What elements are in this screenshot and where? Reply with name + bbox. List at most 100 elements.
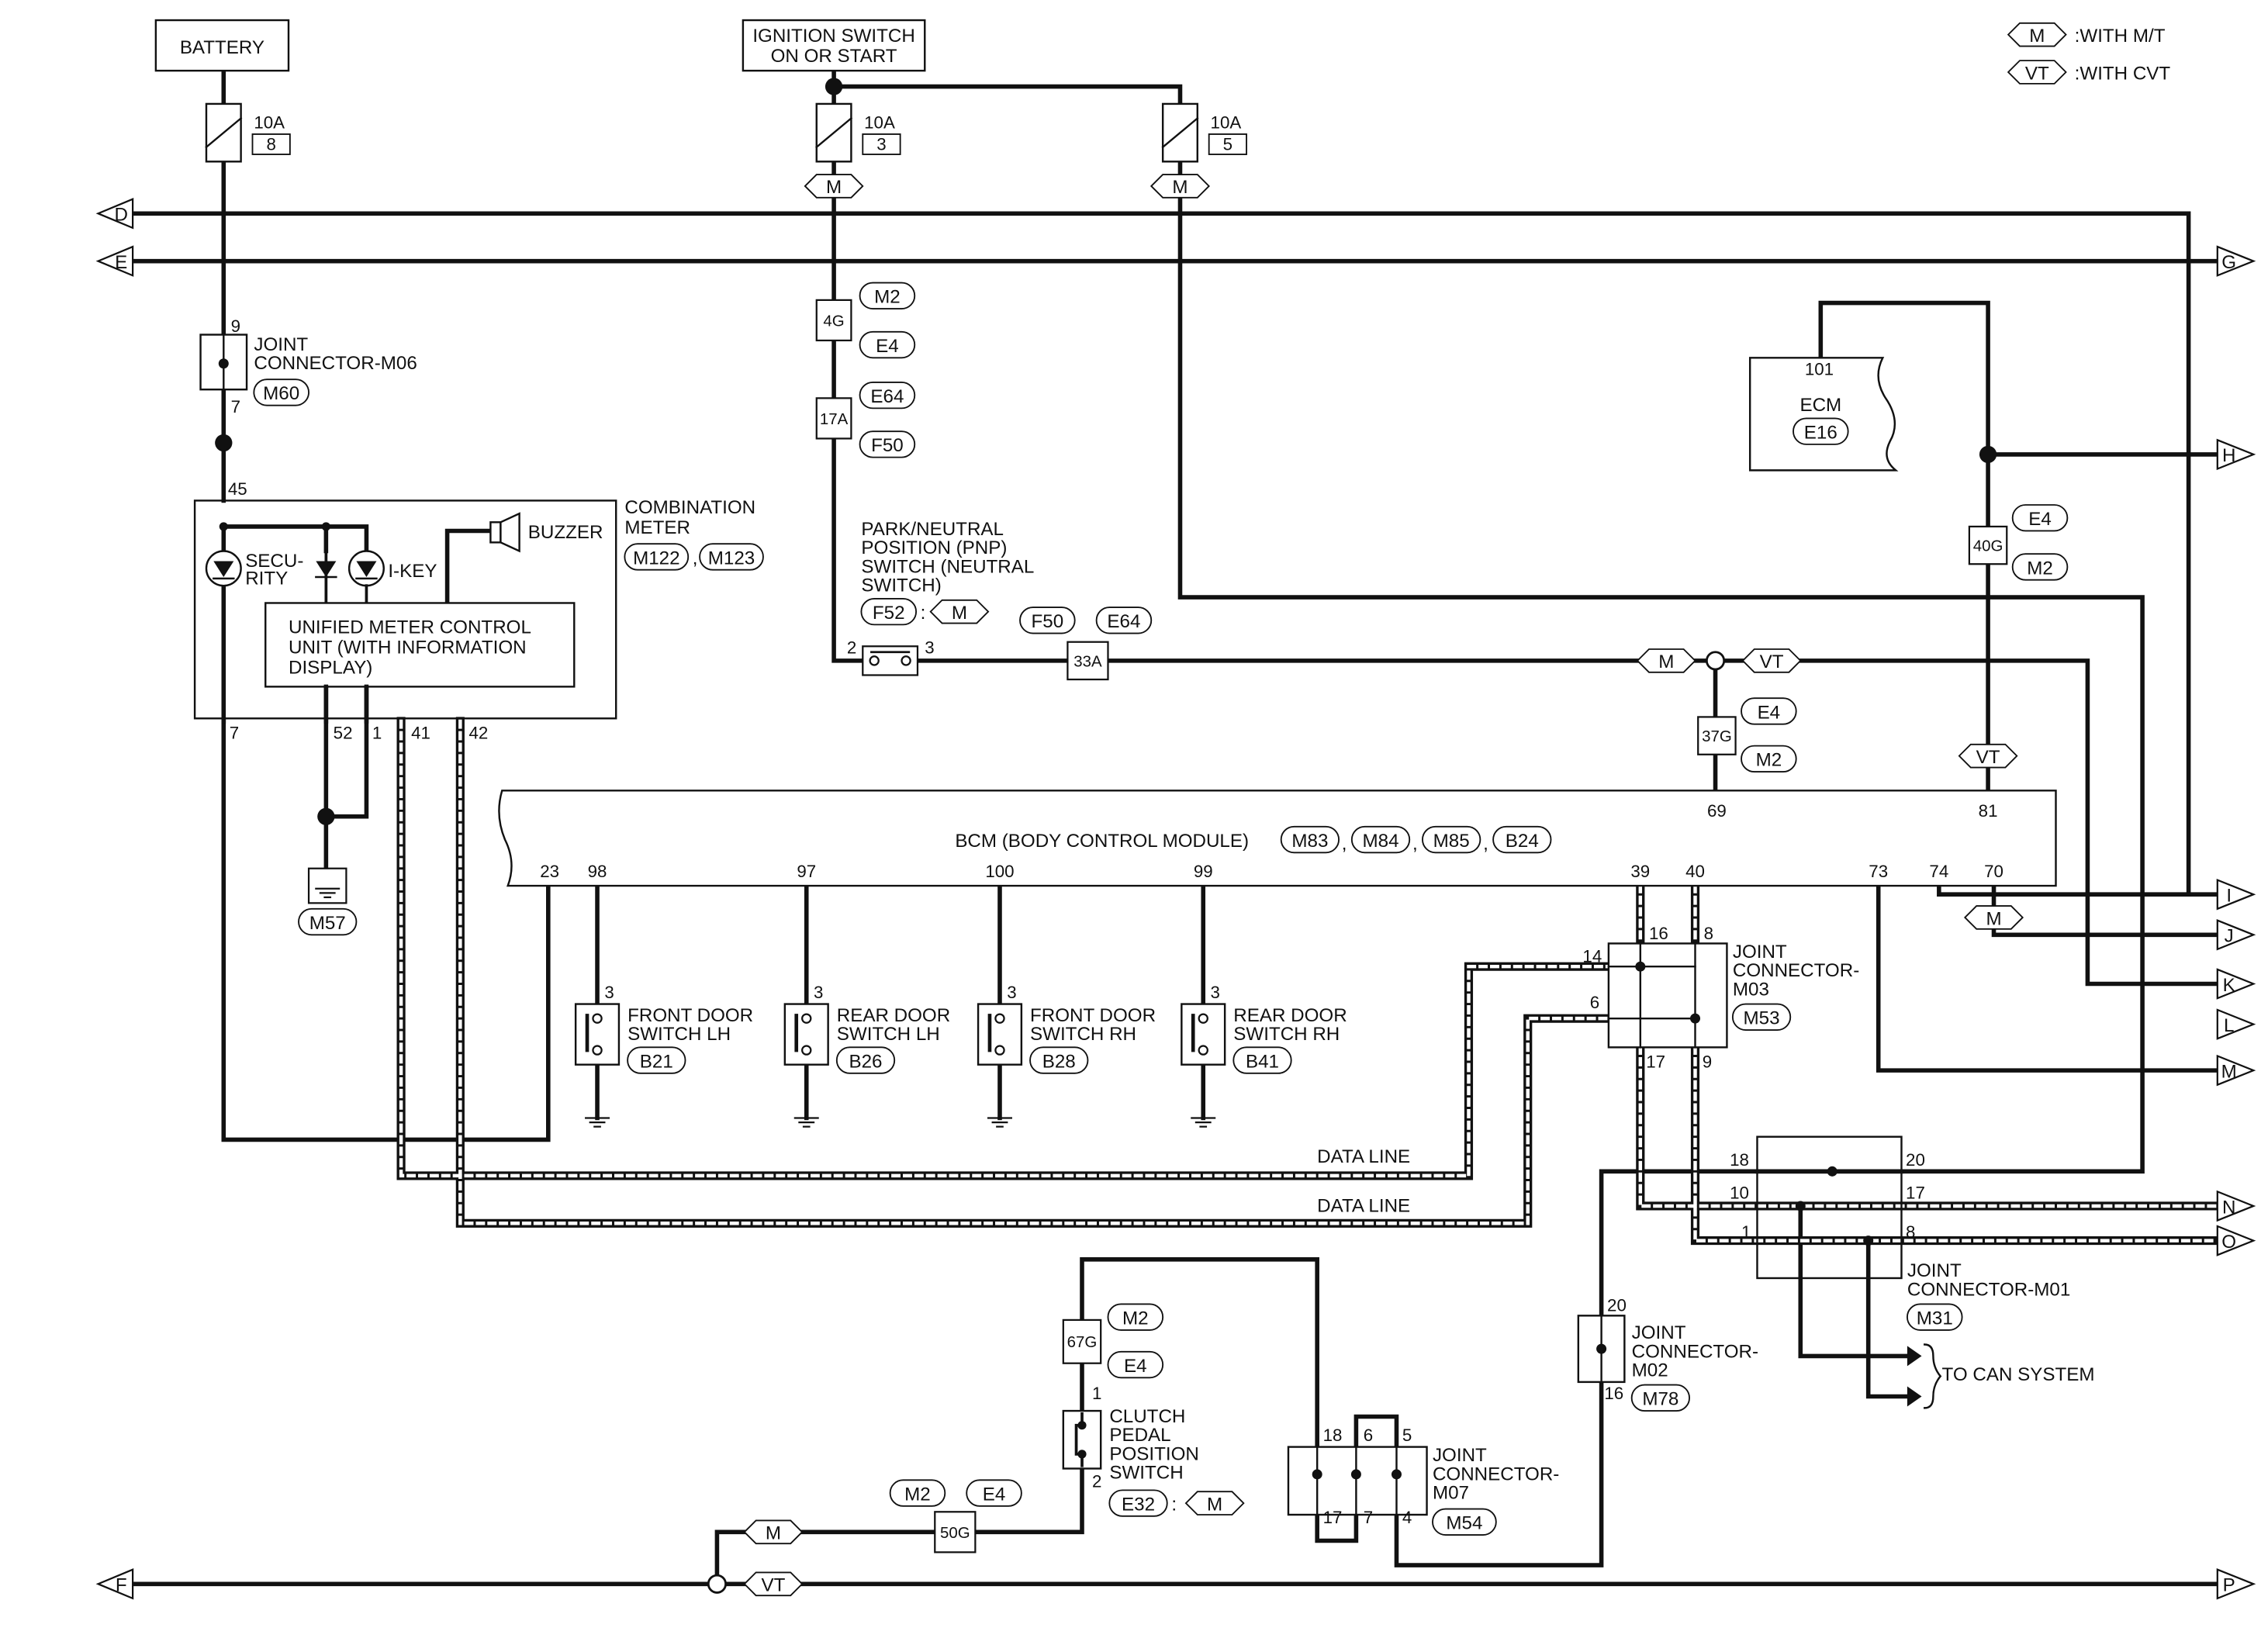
pin-1: 1 <box>1092 1384 1101 1403</box>
svg-text:,: , <box>1483 834 1488 855</box>
code-m2: M2 <box>904 1484 931 1505</box>
jc-m03-code: M53 <box>1744 1008 1780 1029</box>
bcm-pin: 74 <box>1929 862 1948 881</box>
harness-33a: 33A <box>1067 641 1109 681</box>
wire-m07-17 <box>1315 1512 1359 1543</box>
bcm-pin: 69 <box>1707 801 1727 821</box>
bcm-pin: 97 <box>797 862 816 881</box>
door-switch-code: B21 <box>640 1051 673 1072</box>
clutch-variant-tag: M <box>1207 1494 1222 1515</box>
fuse-10a-3: 10A 3 <box>815 102 901 163</box>
jc-m02-label-2: CONNECTOR- <box>1632 1341 1758 1362</box>
svg-text:17A: 17A <box>820 410 849 428</box>
edge-arrows <box>95 198 2256 1600</box>
harness-17a: 17A <box>815 397 852 440</box>
edge-letter-n: N <box>2222 1197 2235 1218</box>
clutch-label-4: SWITCH <box>1109 1463 1183 1484</box>
ignition-label-1: IGNITION SWITCH <box>752 26 914 47</box>
pin-16: 16 <box>1604 1384 1623 1403</box>
jc-m03-label-3: M03 <box>1733 979 1769 1000</box>
edge-letter-h: H <box>2222 445 2235 466</box>
wire-m02 <box>1353 1380 1604 1567</box>
jc-m06-label-2: CONNECTOR-M06 <box>254 353 417 374</box>
harness-50g: 50G <box>934 1511 977 1554</box>
data-line-hatch <box>1638 883 2220 1208</box>
code-e4: E4 <box>1758 702 1781 723</box>
connector-codes: M2 E4 E64 F50 F50 E64 E4 M2 E4 M2 M2 E4 … <box>859 282 2069 1507</box>
legend-tag-vt: VT <box>2025 63 2049 84</box>
data-line-hatch <box>399 719 1611 1178</box>
bcm-code-m85: M85 <box>1433 831 1470 852</box>
bcm: BCM (BODY CONTROL MODULE) M83 , M84 , M8… <box>498 790 2057 887</box>
pin-8: 8 <box>1906 1222 1915 1242</box>
joint-connector-m06: 9 7 JOINT CONNECTOR-M06 M60 <box>199 316 417 416</box>
jc-m03-label-1: JOINT <box>1733 942 1787 963</box>
pin-9: 9 <box>1703 1052 1712 1071</box>
fuse-number: 5 <box>1223 134 1232 154</box>
door-switch-label-1: REAR DOOR <box>1233 1005 1347 1026</box>
unit-label-1: UNIFIED METER CONTROL <box>289 617 531 638</box>
harness-4g: 4G <box>815 299 852 342</box>
pin-7: 7 <box>230 723 239 742</box>
clutch-code: E32 <box>1122 1494 1155 1515</box>
meter-pin-wires <box>323 684 369 724</box>
wire-70-j <box>1991 883 2220 938</box>
clutch-label-1: CLUTCH <box>1109 1406 1185 1427</box>
tag-m: M <box>1964 905 2024 930</box>
can-system-pointer: TO CAN SYSTEM <box>1907 1343 2095 1409</box>
edge-letter-m: M <box>2221 1061 2237 1082</box>
pin-8: 8 <box>1704 924 1713 943</box>
pin-6: 6 <box>1590 993 1599 1012</box>
svg-text:4G: 4G <box>823 312 844 330</box>
junction-dot <box>825 78 843 95</box>
pnp-switch: PARK/NEUTRAL POSITION (PNP) SWITCH (NEUT… <box>847 519 1034 676</box>
bcm-pin: 73 <box>1869 862 1888 881</box>
door-switch-pin: 3 <box>1211 983 1220 1002</box>
bcm-pin: 100 <box>985 862 1014 881</box>
tag-m: M <box>1636 648 1696 673</box>
wire-buzzer <box>444 528 493 606</box>
wire-74-i <box>1937 883 2191 897</box>
pnp-label-1: PARK/NEUTRAL <box>861 519 1004 540</box>
buzzer-label: BUZZER <box>528 522 603 543</box>
code-e4: E4 <box>2028 509 2052 530</box>
door-switch-label-1: REAR DOOR <box>837 1005 950 1026</box>
pin-5: 5 <box>1402 1426 1412 1445</box>
bcm-pin: 99 <box>1194 862 1213 881</box>
pnp-label-2: POSITION (PNP) <box>861 537 1007 558</box>
bcm-label: BCM (BODY CONTROL MODULE) <box>955 831 1249 852</box>
bcm-pin: 70 <box>1984 862 2003 881</box>
jc-m06-label-1: JOINT <box>254 334 308 355</box>
svg-text::: : <box>1171 1494 1177 1515</box>
pin-18: 18 <box>1730 1150 1749 1170</box>
pin-1: 1 <box>1741 1222 1751 1242</box>
ground-icon <box>1191 1117 1216 1128</box>
fuse-10a-8: 10A 8 <box>205 102 291 163</box>
ignition-label-2: ON OR START <box>771 46 897 67</box>
harness-67g: 67G <box>1062 1318 1102 1364</box>
junction-dot <box>1979 445 1997 464</box>
code-m2: M2 <box>874 287 901 308</box>
bcm-pin: 98 <box>588 862 607 881</box>
security-label-2: RITY <box>245 568 288 589</box>
pin-20: 20 <box>1906 1150 1925 1170</box>
tag-m: M <box>1150 174 1210 199</box>
pin-41: 41 <box>411 723 430 742</box>
edge-letter-i: I <box>2226 886 2232 907</box>
junction-dots <box>215 78 1997 825</box>
joint-connector-m02: 20 16 JOINT CONNECTOR- M02 M78 <box>1577 1296 1758 1412</box>
ecm-pin-101: 101 <box>1805 360 1834 379</box>
diode-icon <box>315 549 337 605</box>
bcm-pin: 39 <box>1630 862 1650 881</box>
pin-17: 17 <box>1906 1184 1925 1203</box>
jc-m01-code: M31 <box>1917 1308 1953 1329</box>
bcm-pin: 81 <box>1979 801 1998 821</box>
wire-m07-18 <box>1080 1256 1319 1450</box>
pin-42: 42 <box>469 723 489 742</box>
svg-text:VT: VT <box>762 1575 786 1596</box>
pin-10: 10 <box>1730 1184 1749 1203</box>
jc-m02-code: M78 <box>1642 1389 1678 1410</box>
